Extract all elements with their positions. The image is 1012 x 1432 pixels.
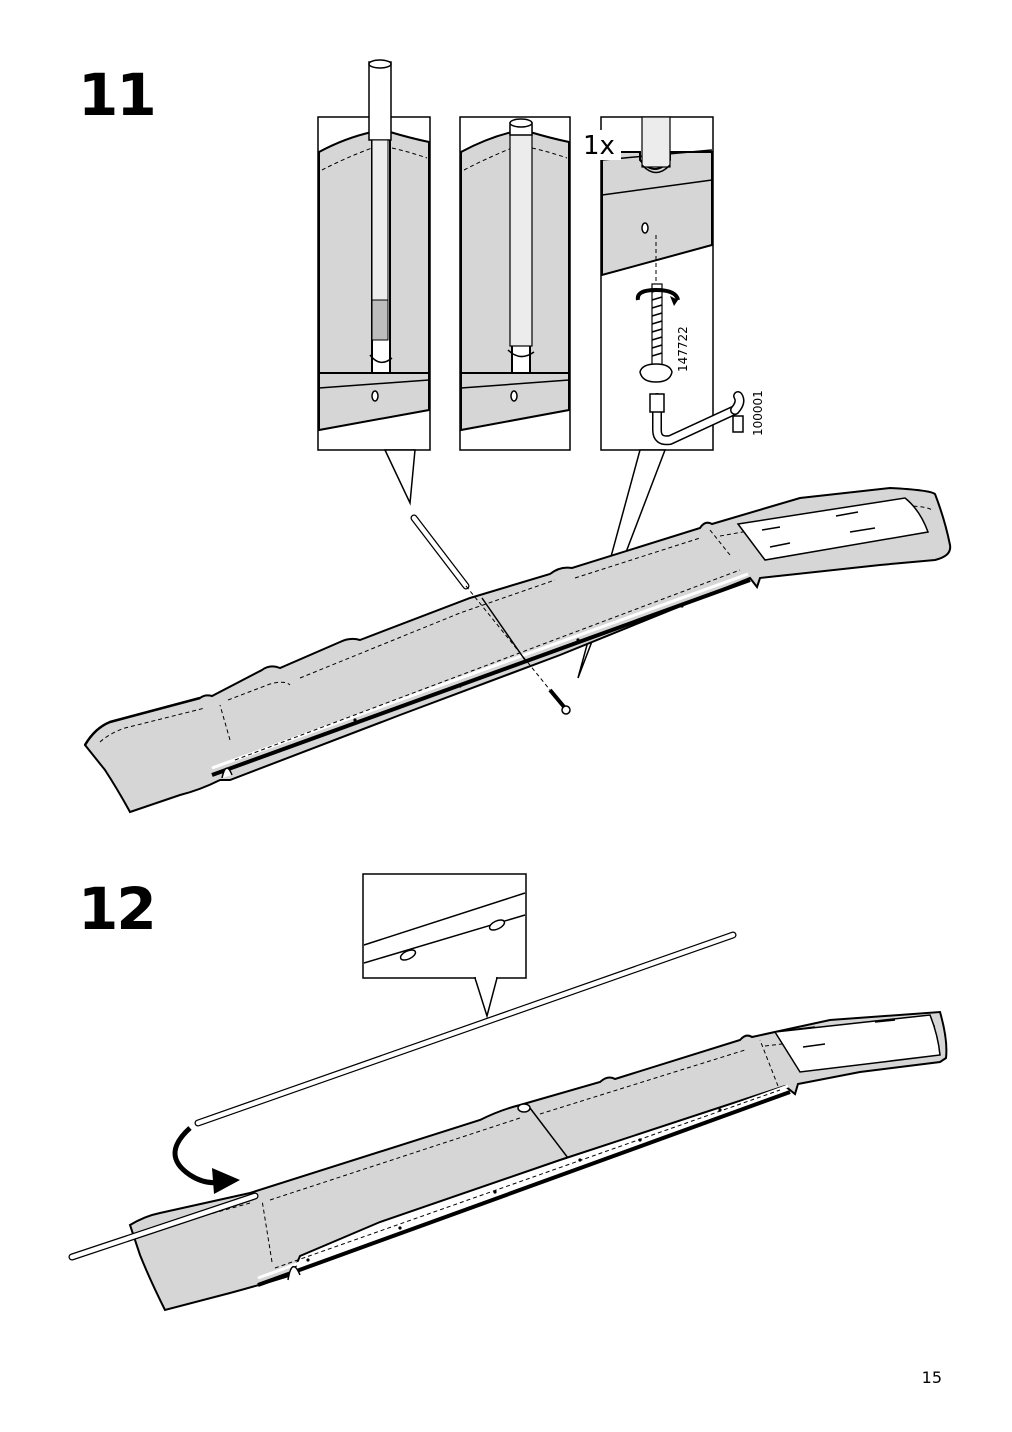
step-11-illustration: 1x 147722 100001	[83, 59, 952, 814]
quantity-label-bg	[579, 130, 621, 160]
fabric-strip-step-12	[128, 1010, 948, 1312]
detail-box-pole-insert	[317, 59, 431, 506]
detail-box-holes	[362, 873, 527, 1019]
detail-box-pole-inserted	[459, 116, 571, 451]
page-number: 15	[921, 1368, 942, 1387]
step-11-number: 11	[78, 61, 157, 129]
allen-key-part-number: 100001	[751, 390, 765, 436]
insert-arrow	[172, 1126, 240, 1194]
quantity-label: 1x	[583, 131, 615, 161]
fabric-strip-step-11	[83, 486, 952, 814]
screw-part-number: 147722	[676, 326, 690, 372]
step-12-number: 12	[78, 875, 157, 943]
step-12-illustration	[68, 873, 948, 1312]
